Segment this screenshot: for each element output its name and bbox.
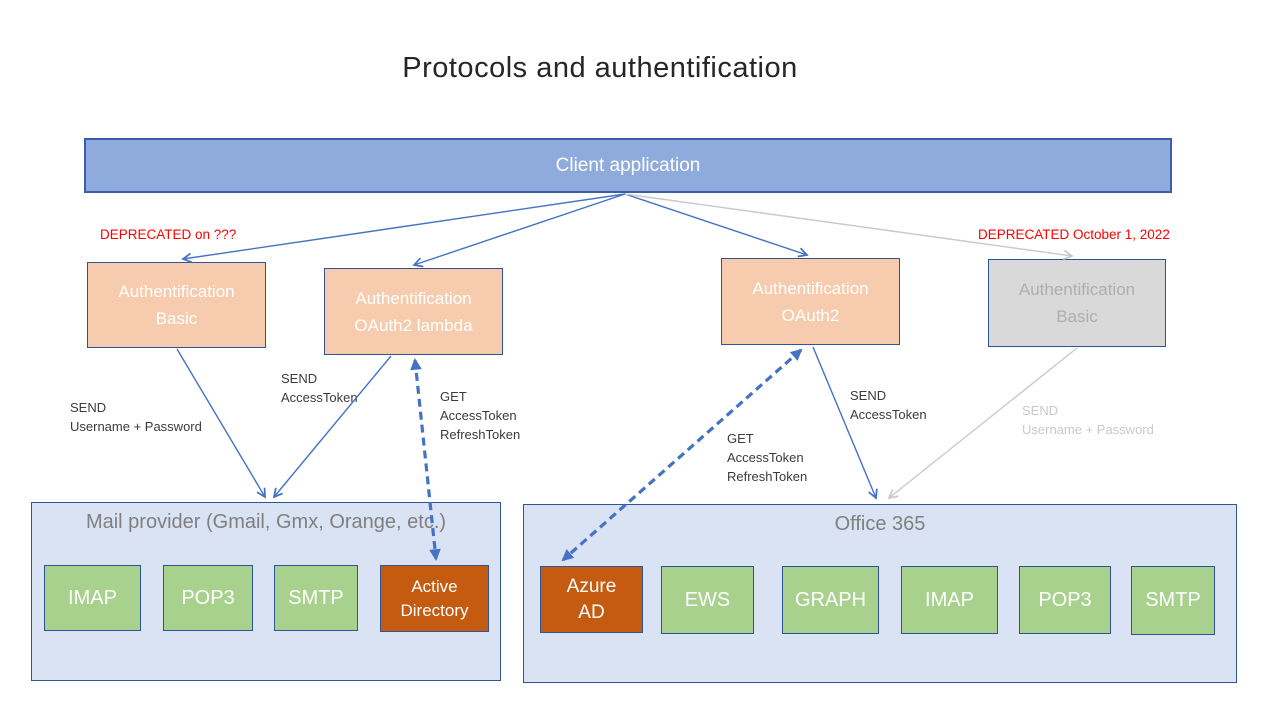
node-authentification-oauth2: Authentification OAuth2 bbox=[721, 258, 900, 345]
arrow-client-to-oauth2 bbox=[624, 193, 807, 255]
mail-provider-title: Mail provider (Gmail, Gmx, Orange, etc.) bbox=[85, 511, 447, 533]
node-label: Authentification Basic bbox=[1018, 280, 1136, 326]
office365-title: Office 365 bbox=[834, 513, 926, 535]
arrow-client-to-basic-right-deprecated bbox=[624, 193, 1072, 256]
node-authentification-oauth2-lambda: Authentification OAuth2 lambda bbox=[324, 268, 503, 355]
deprecated-note-right: DEPRECATED October 1, 2022 bbox=[978, 227, 1170, 242]
edge-label-send-username-password: SEND Username + Password bbox=[70, 400, 202, 434]
service-office-azure-ad: Azure AD bbox=[540, 566, 643, 633]
client-application-label: Client application bbox=[555, 154, 701, 176]
node-client-application: Client application bbox=[84, 138, 1172, 193]
service-office-pop3: POP3 bbox=[1019, 566, 1111, 634]
edge-label-get-tokens: GET AccessToken RefreshToken bbox=[727, 431, 808, 484]
service-office-ews: EWS bbox=[661, 566, 754, 634]
service-office-graph: GRAPH bbox=[782, 566, 879, 634]
service-office-imap: IMAP bbox=[901, 566, 998, 634]
node-label: Authentification Basic bbox=[118, 282, 235, 328]
node-label: Authentification OAuth2 lambda bbox=[354, 288, 473, 335]
node-authentification-basic: Authentification Basic bbox=[87, 262, 266, 348]
edge-label-send-username-password-deprecated: SEND Username + Password bbox=[1022, 403, 1154, 437]
node-label: Authentification OAuth2 bbox=[752, 278, 869, 325]
service-mail-smtp: SMTP bbox=[274, 565, 358, 631]
arrow-client-to-basic-left bbox=[183, 193, 626, 259]
service-office-smtp: SMTP bbox=[1131, 566, 1215, 635]
service-mail-pop3: POP3 bbox=[163, 565, 253, 631]
edge-label-send-accesstoken: SEND AccessToken bbox=[850, 388, 927, 422]
deprecated-note-left: DEPRECATED on ??? bbox=[100, 227, 237, 242]
node-authentification-basic-deprecated: Authentification Basic bbox=[988, 259, 1166, 347]
service-mail-imap: IMAP bbox=[44, 565, 141, 631]
service-mail-active-directory: Active Directory bbox=[380, 565, 489, 632]
page-title: Protocols and authentification bbox=[402, 52, 798, 84]
edge-label-get-tokens: GET AccessToken RefreshToken bbox=[440, 389, 521, 442]
edge-label-send-accesstoken: SEND AccessToken bbox=[281, 371, 358, 405]
arrow-client-to-oauth2-lambda bbox=[414, 193, 626, 265]
